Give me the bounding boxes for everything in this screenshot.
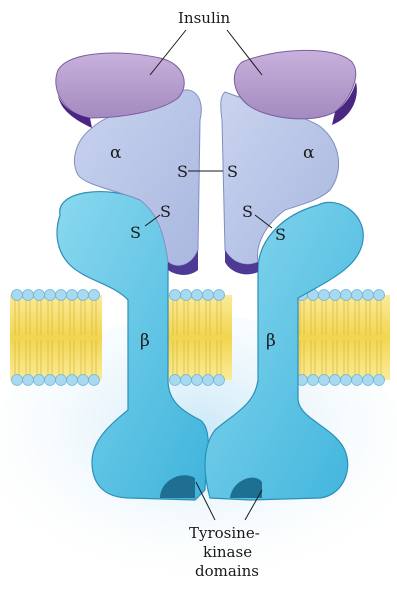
lipid-head (89, 375, 100, 386)
beta-label-left: β (140, 331, 150, 351)
lipid-head (12, 290, 23, 301)
beta-label-right: β (266, 331, 276, 351)
lipid-head (34, 290, 45, 301)
lipid-head (170, 375, 181, 386)
lipid-head (23, 290, 34, 301)
sulfur-label-5: S (242, 202, 253, 221)
lipid-head (192, 290, 203, 301)
lipid-bilayer (10, 290, 390, 386)
lipid-head (203, 290, 214, 301)
lipid-head (363, 375, 374, 386)
sulfur-label-1: S (177, 162, 188, 181)
lipid-head (23, 375, 34, 386)
lipid-head (330, 375, 341, 386)
lipid-head (319, 290, 330, 301)
membrane-tails-middle (168, 295, 232, 380)
lipid-head (45, 375, 56, 386)
lipid-head (308, 375, 319, 386)
lipid-head (181, 375, 192, 386)
kinase-label-line1: Tyrosine- (189, 524, 260, 542)
lipid-head (78, 290, 89, 301)
membrane-tails-right (295, 295, 390, 380)
lipid-head (330, 290, 341, 301)
lipid-head (341, 290, 352, 301)
lipid-head (214, 290, 225, 301)
lipid-head (341, 375, 352, 386)
alpha-label-left: α (110, 143, 122, 163)
lipid-head (374, 290, 385, 301)
sulfur-label-3: S (160, 202, 171, 221)
kinase-label-line2: kinase (203, 543, 252, 561)
kinase-label-line3: domains (195, 562, 259, 580)
lipid-head (45, 290, 56, 301)
sulfur-label-2: S (227, 162, 238, 181)
lipid-head (78, 375, 89, 386)
insulin-label: Insulin (178, 9, 231, 27)
lipid-head (319, 375, 330, 386)
lipid-head (192, 375, 203, 386)
lipid-head (352, 375, 363, 386)
lipid-head (363, 290, 374, 301)
lipid-head (56, 375, 67, 386)
sulfur-label-6: S (275, 225, 286, 244)
lipid-head (34, 375, 45, 386)
sulfur-label-4: S (130, 223, 141, 242)
lipid-head (203, 375, 214, 386)
lipid-head (374, 375, 385, 386)
lipid-head (56, 290, 67, 301)
lipid-head (89, 290, 100, 301)
lipid-head (12, 375, 23, 386)
lipid-head (181, 290, 192, 301)
lipid-head (67, 375, 78, 386)
lipid-head (170, 290, 181, 301)
lipid-head (214, 375, 225, 386)
membrane-tails-left (10, 295, 102, 380)
lipid-head (67, 290, 78, 301)
lipid-head (352, 290, 363, 301)
alpha-label-right: α (303, 143, 315, 163)
